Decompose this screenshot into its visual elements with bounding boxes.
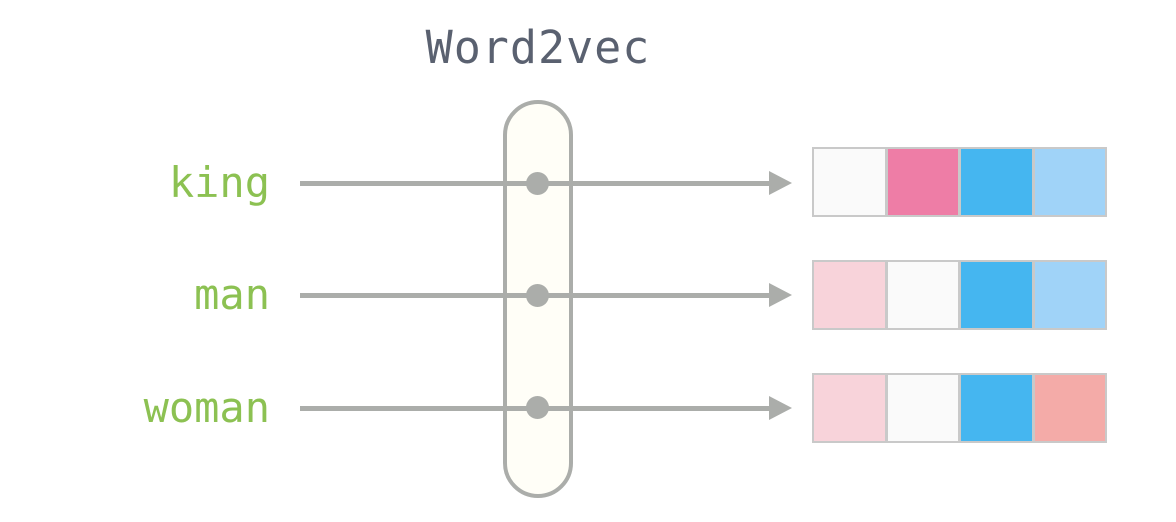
- embedding-node-dot: [526, 284, 549, 307]
- vector-cell: [812, 147, 887, 217]
- vector-cell: [959, 373, 1034, 443]
- vector-cell: [1032, 260, 1107, 330]
- vector-cell: [812, 260, 887, 330]
- vector-cell: [885, 147, 960, 217]
- vector-cell: [812, 373, 887, 443]
- vector-cell: [1032, 373, 1107, 443]
- vector-cell: [885, 260, 960, 330]
- embedding-node-dot: [526, 172, 549, 195]
- arrow-head-icon: [769, 283, 792, 307]
- word-label-king: king: [168, 158, 270, 207]
- vector-cell: [959, 147, 1034, 217]
- diagram-title: Word2vec: [425, 21, 651, 74]
- vector-cell: [885, 373, 960, 443]
- vector-row-man: [812, 260, 1107, 330]
- word-label-man: man: [194, 270, 270, 319]
- vector-cell: [959, 260, 1034, 330]
- word-label-woman: woman: [143, 383, 270, 432]
- vector-row-king: [812, 147, 1107, 217]
- arrow-head-icon: [769, 171, 792, 195]
- word2vec-model-capsule: [503, 100, 573, 498]
- embedding-node-dot: [526, 396, 549, 419]
- vector-row-woman: [812, 373, 1107, 443]
- arrow-head-icon: [769, 396, 792, 420]
- vector-cell: [1032, 147, 1107, 217]
